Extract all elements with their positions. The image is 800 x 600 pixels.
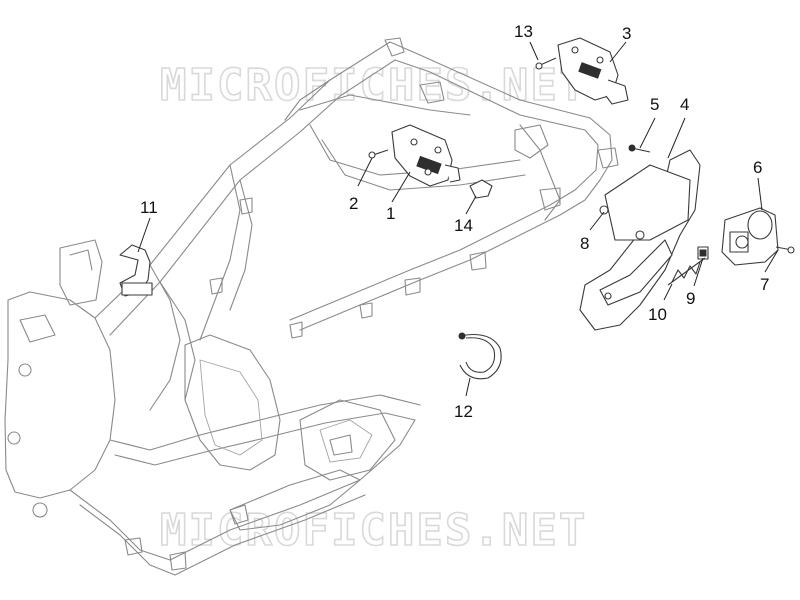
watermark-top: MICROFICHES.NET bbox=[160, 60, 587, 111]
leader-lines bbox=[137, 41, 779, 397]
callout-4: 4 bbox=[680, 95, 689, 114]
callout-3: 3 bbox=[622, 24, 631, 43]
part-7-screw bbox=[775, 246, 795, 254]
callout-8: 8 bbox=[580, 234, 589, 253]
callout-1: 1 bbox=[386, 204, 395, 223]
callout-9: 9 bbox=[686, 289, 695, 308]
part-8-nut bbox=[599, 205, 609, 215]
callout-labels: 1 2 3 4 5 6 7 8 9 10 11 12 13 14 bbox=[140, 22, 769, 421]
callout-14: 14 bbox=[454, 216, 473, 235]
part-12-strap bbox=[458, 332, 502, 380]
part-3-latch-plate bbox=[557, 37, 629, 105]
callout-2: 2 bbox=[349, 194, 358, 213]
part-4-bracket bbox=[579, 149, 701, 331]
part-11-clamp bbox=[119, 244, 153, 297]
part-10-spring bbox=[667, 257, 706, 286]
callout-10: 10 bbox=[648, 305, 667, 324]
part-1-seat-lock-latch bbox=[391, 124, 461, 187]
part-13-screw bbox=[535, 57, 557, 70]
part-14-clip bbox=[469, 179, 493, 199]
callout-6: 6 bbox=[753, 158, 762, 177]
callout-5: 5 bbox=[650, 95, 659, 114]
scooter-frame bbox=[4, 37, 619, 576]
part-2-screw bbox=[368, 149, 389, 159]
callout-11: 11 bbox=[140, 198, 158, 217]
callout-7: 7 bbox=[760, 275, 769, 294]
part-6-actuator bbox=[721, 207, 779, 266]
part-9-bushing bbox=[697, 246, 709, 260]
callout-13: 13 bbox=[514, 22, 533, 41]
watermark-bottom: MICROFICHES.NET bbox=[160, 505, 587, 556]
part-5-bolt bbox=[628, 144, 651, 153]
callout-12: 12 bbox=[454, 402, 473, 421]
